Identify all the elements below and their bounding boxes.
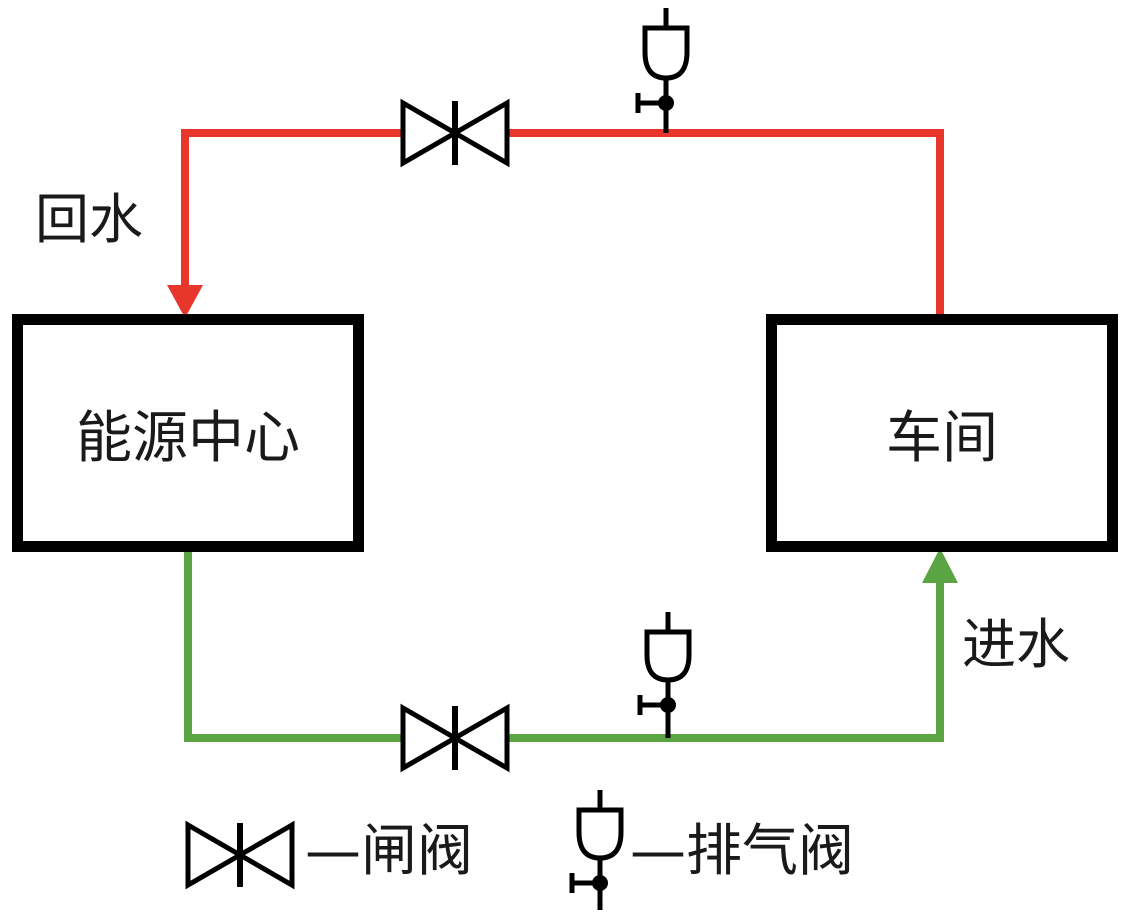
energy-center-box: 能源中心 [12,314,364,552]
energy-center-label: 能源中心 [76,405,300,471]
legend-gate-valve-icon [185,820,295,890]
air-release-valve-bottom [637,612,692,738]
gate-valve-top [400,98,510,168]
gate-valve-bottom [400,703,510,773]
return-arrow [167,285,203,318]
supply-arrow [922,548,958,583]
supply-pipe [184,550,944,742]
workshop-box: 车间 [766,314,1118,552]
legend-air-release-valve-text: —排气阀 [630,819,854,884]
legend-gate-valve-text: —闸阀 [305,819,473,884]
supply-water-label: 进水 [962,613,1070,676]
workshop-label: 车间 [886,405,998,471]
air-release-valve-top [635,8,690,133]
return-water-label: 回水 [35,188,143,251]
legend-air-release-valve-icon [569,790,624,910]
return-pipe [181,129,944,318]
